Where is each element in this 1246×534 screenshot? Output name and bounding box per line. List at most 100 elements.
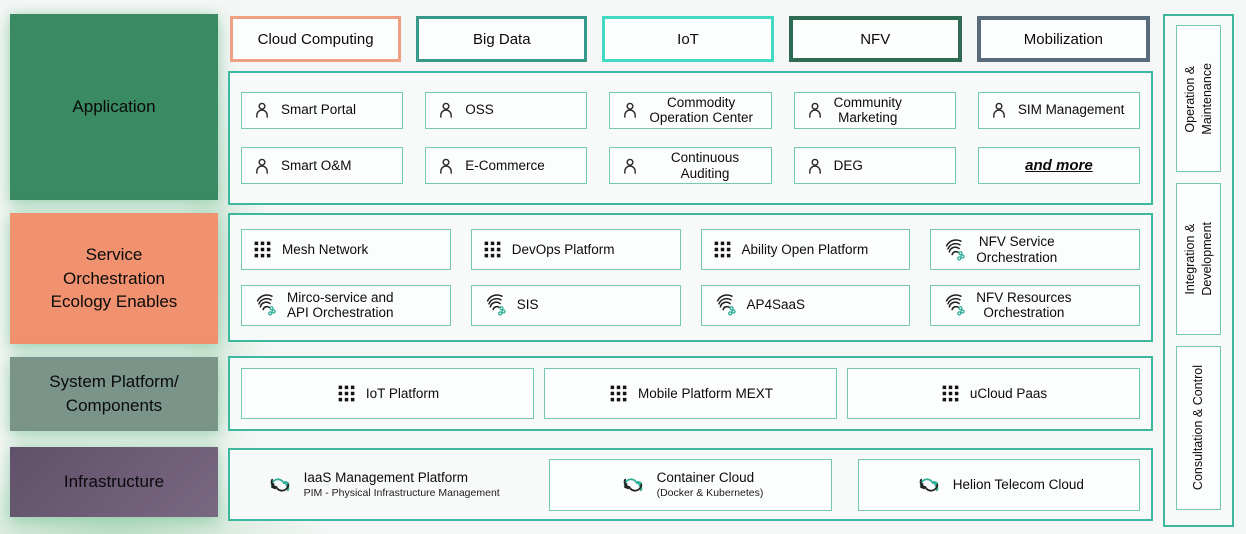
item-label: uCloud Paas [969, 385, 1048, 401]
layer-label: System Platform/ Components [49, 372, 179, 415]
layer-label: Application [72, 97, 156, 117]
item-devops-platform: DevOps Platform [470, 229, 681, 271]
tab-nfv: NFV [788, 16, 962, 62]
orchestration-icon [482, 292, 508, 318]
item-label: Mirco-service and API Orchestration [287, 289, 394, 321]
user-icon [805, 156, 825, 176]
item-smart-o-m: Smart O&M [241, 147, 404, 185]
item-helion-telecom-cloud: Helion Telecom Cloud [857, 458, 1140, 511]
item-subtitle: (Docker & Kubernetes) [656, 486, 764, 499]
item-smart-portal: Smart Portal [241, 91, 404, 129]
user-icon [252, 156, 272, 176]
item-nfv-service-orchestration: NFV Service Orchestration [930, 229, 1140, 271]
tab-cloud-computing: Cloud Computing [230, 16, 402, 62]
user-icon [252, 100, 272, 120]
item-label: Commodity Operation Center [649, 94, 753, 126]
user-icon [989, 100, 1009, 120]
orchestration-icon [941, 292, 967, 318]
item-text: NFV Resources Orchestration [976, 290, 1071, 321]
panel-label: Operation & Maintenance [1182, 62, 1214, 135]
application-section: Smart Portal OSS Commodity Operation Cente… [228, 71, 1153, 205]
item-oss: OSS [425, 91, 588, 129]
item-label: Mobile Platform MEXT [637, 385, 774, 401]
item-label: Ability Open Platform [741, 242, 869, 258]
item-label: NFV Service Orchestration [976, 234, 1058, 265]
item-mesh-network: Mesh Network [241, 229, 451, 271]
application-row-1: Smart Portal OSS Commodity Operation Cente… [241, 91, 1141, 129]
grid-icon [252, 239, 273, 260]
cloud-sync-icon [265, 473, 295, 497]
service-orchestration-section: Mesh Network DevOps Platform Ability Open … [228, 213, 1153, 342]
item-iot-platform: IoT Platform [241, 368, 534, 419]
orchestration-icon [712, 292, 738, 318]
item-text: Continuous Auditing [649, 150, 760, 181]
item-text: and more [1025, 157, 1093, 174]
item-text: Mesh Network [282, 242, 368, 258]
item-label: Smart Portal [281, 102, 357, 118]
cloud-sync-icon [914, 473, 944, 497]
panel-label: Integration & Development [1182, 222, 1214, 296]
user-icon [620, 156, 640, 176]
service-orchestration-row-1: Mesh Network DevOps Platform Ability Open … [241, 229, 1140, 271]
item-label: Community Marketing [833, 94, 902, 126]
layer-label: Service Orchestration Ecology Enables [50, 244, 178, 312]
item-label: OSS [465, 102, 494, 118]
layer-block-infrastructure: Infrastructure [10, 447, 218, 517]
grid-icon [336, 383, 357, 404]
item-text: Ability Open Platform [742, 242, 869, 258]
item-text: NFV Service Orchestration [976, 234, 1057, 265]
item-label: E-Commerce [465, 158, 545, 174]
system-platform-row: IoT Platform Mobile Platform MEXT uCloud P… [241, 368, 1140, 419]
item-text: Helion Telecom Cloud [953, 477, 1084, 493]
item-continuous-auditing: Continuous Auditing [609, 147, 772, 185]
item-text: DEG [834, 158, 863, 174]
item-text: SIM Management [1018, 102, 1125, 118]
item-text: Smart O&M [281, 158, 352, 174]
item-label: Continuous Auditing [670, 150, 740, 181]
orchestration-icon [941, 237, 967, 263]
layer-label: Infrastructure [63, 472, 165, 492]
item-text: E-Commerce [465, 158, 545, 174]
item-text: Mobile Platform MEXT [638, 386, 773, 402]
tab-iot: IoT [602, 16, 774, 62]
item-label: SIS [516, 297, 539, 313]
layer-block-system-platform: System Platform/ Components [10, 357, 218, 431]
item-community-marketing: Community Marketing [793, 91, 956, 129]
grid-icon [940, 383, 961, 404]
item-text: Commodity Operation Center [649, 95, 753, 126]
item-mobile-platform-mext: Mobile Platform MEXT [544, 368, 837, 419]
user-icon [436, 156, 456, 176]
panel-operation-maintenance: Operation & Maintenance [1176, 25, 1221, 173]
item-text: Mirco-service and API Orchestration [287, 290, 394, 321]
item-ability-open-platform: Ability Open Platform [700, 229, 911, 271]
item-label: Helion Telecom Cloud [952, 476, 1084, 492]
lifecycle-panel: Operation & Maintenance Integration & De… [1163, 14, 1234, 527]
item-label: NFV Resources Orchestration [976, 289, 1072, 321]
panel-integration-development: Integration & Development [1176, 183, 1221, 335]
application-row-2: Smart O&M E-Commerce Continuous Auditing DE… [241, 147, 1141, 185]
item-label: and more [1025, 157, 1093, 175]
item-label: IaaS Management Platform [303, 470, 468, 486]
item-commodity-operation-center: Commodity Operation Center [609, 91, 772, 129]
item-e-commerce: E-Commerce [425, 147, 588, 185]
item-text: OSS [465, 102, 494, 118]
item-label: DEG [833, 158, 863, 174]
item-and-more: and more [977, 147, 1141, 185]
technology-tabs: Cloud Computing Big Data IoT NFV Mobiliz… [230, 16, 1151, 62]
item-deg: DEG [793, 147, 956, 185]
item-label: Container Cloud [656, 470, 755, 486]
item-text: DevOps Platform [512, 242, 615, 258]
item-sim-management: SIM Management [977, 91, 1141, 129]
system-platform-section: IoT Platform Mobile Platform MEXT uCloud P… [228, 356, 1153, 431]
item-label: Mesh Network [282, 242, 369, 258]
item-label: AP4SaaS [746, 297, 806, 313]
item-ap4saas: AP4SaaS [700, 284, 911, 326]
item-sis: SIS [470, 284, 681, 326]
item-text: Community Marketing [834, 95, 902, 126]
item-text: AP4SaaS [747, 297, 806, 313]
